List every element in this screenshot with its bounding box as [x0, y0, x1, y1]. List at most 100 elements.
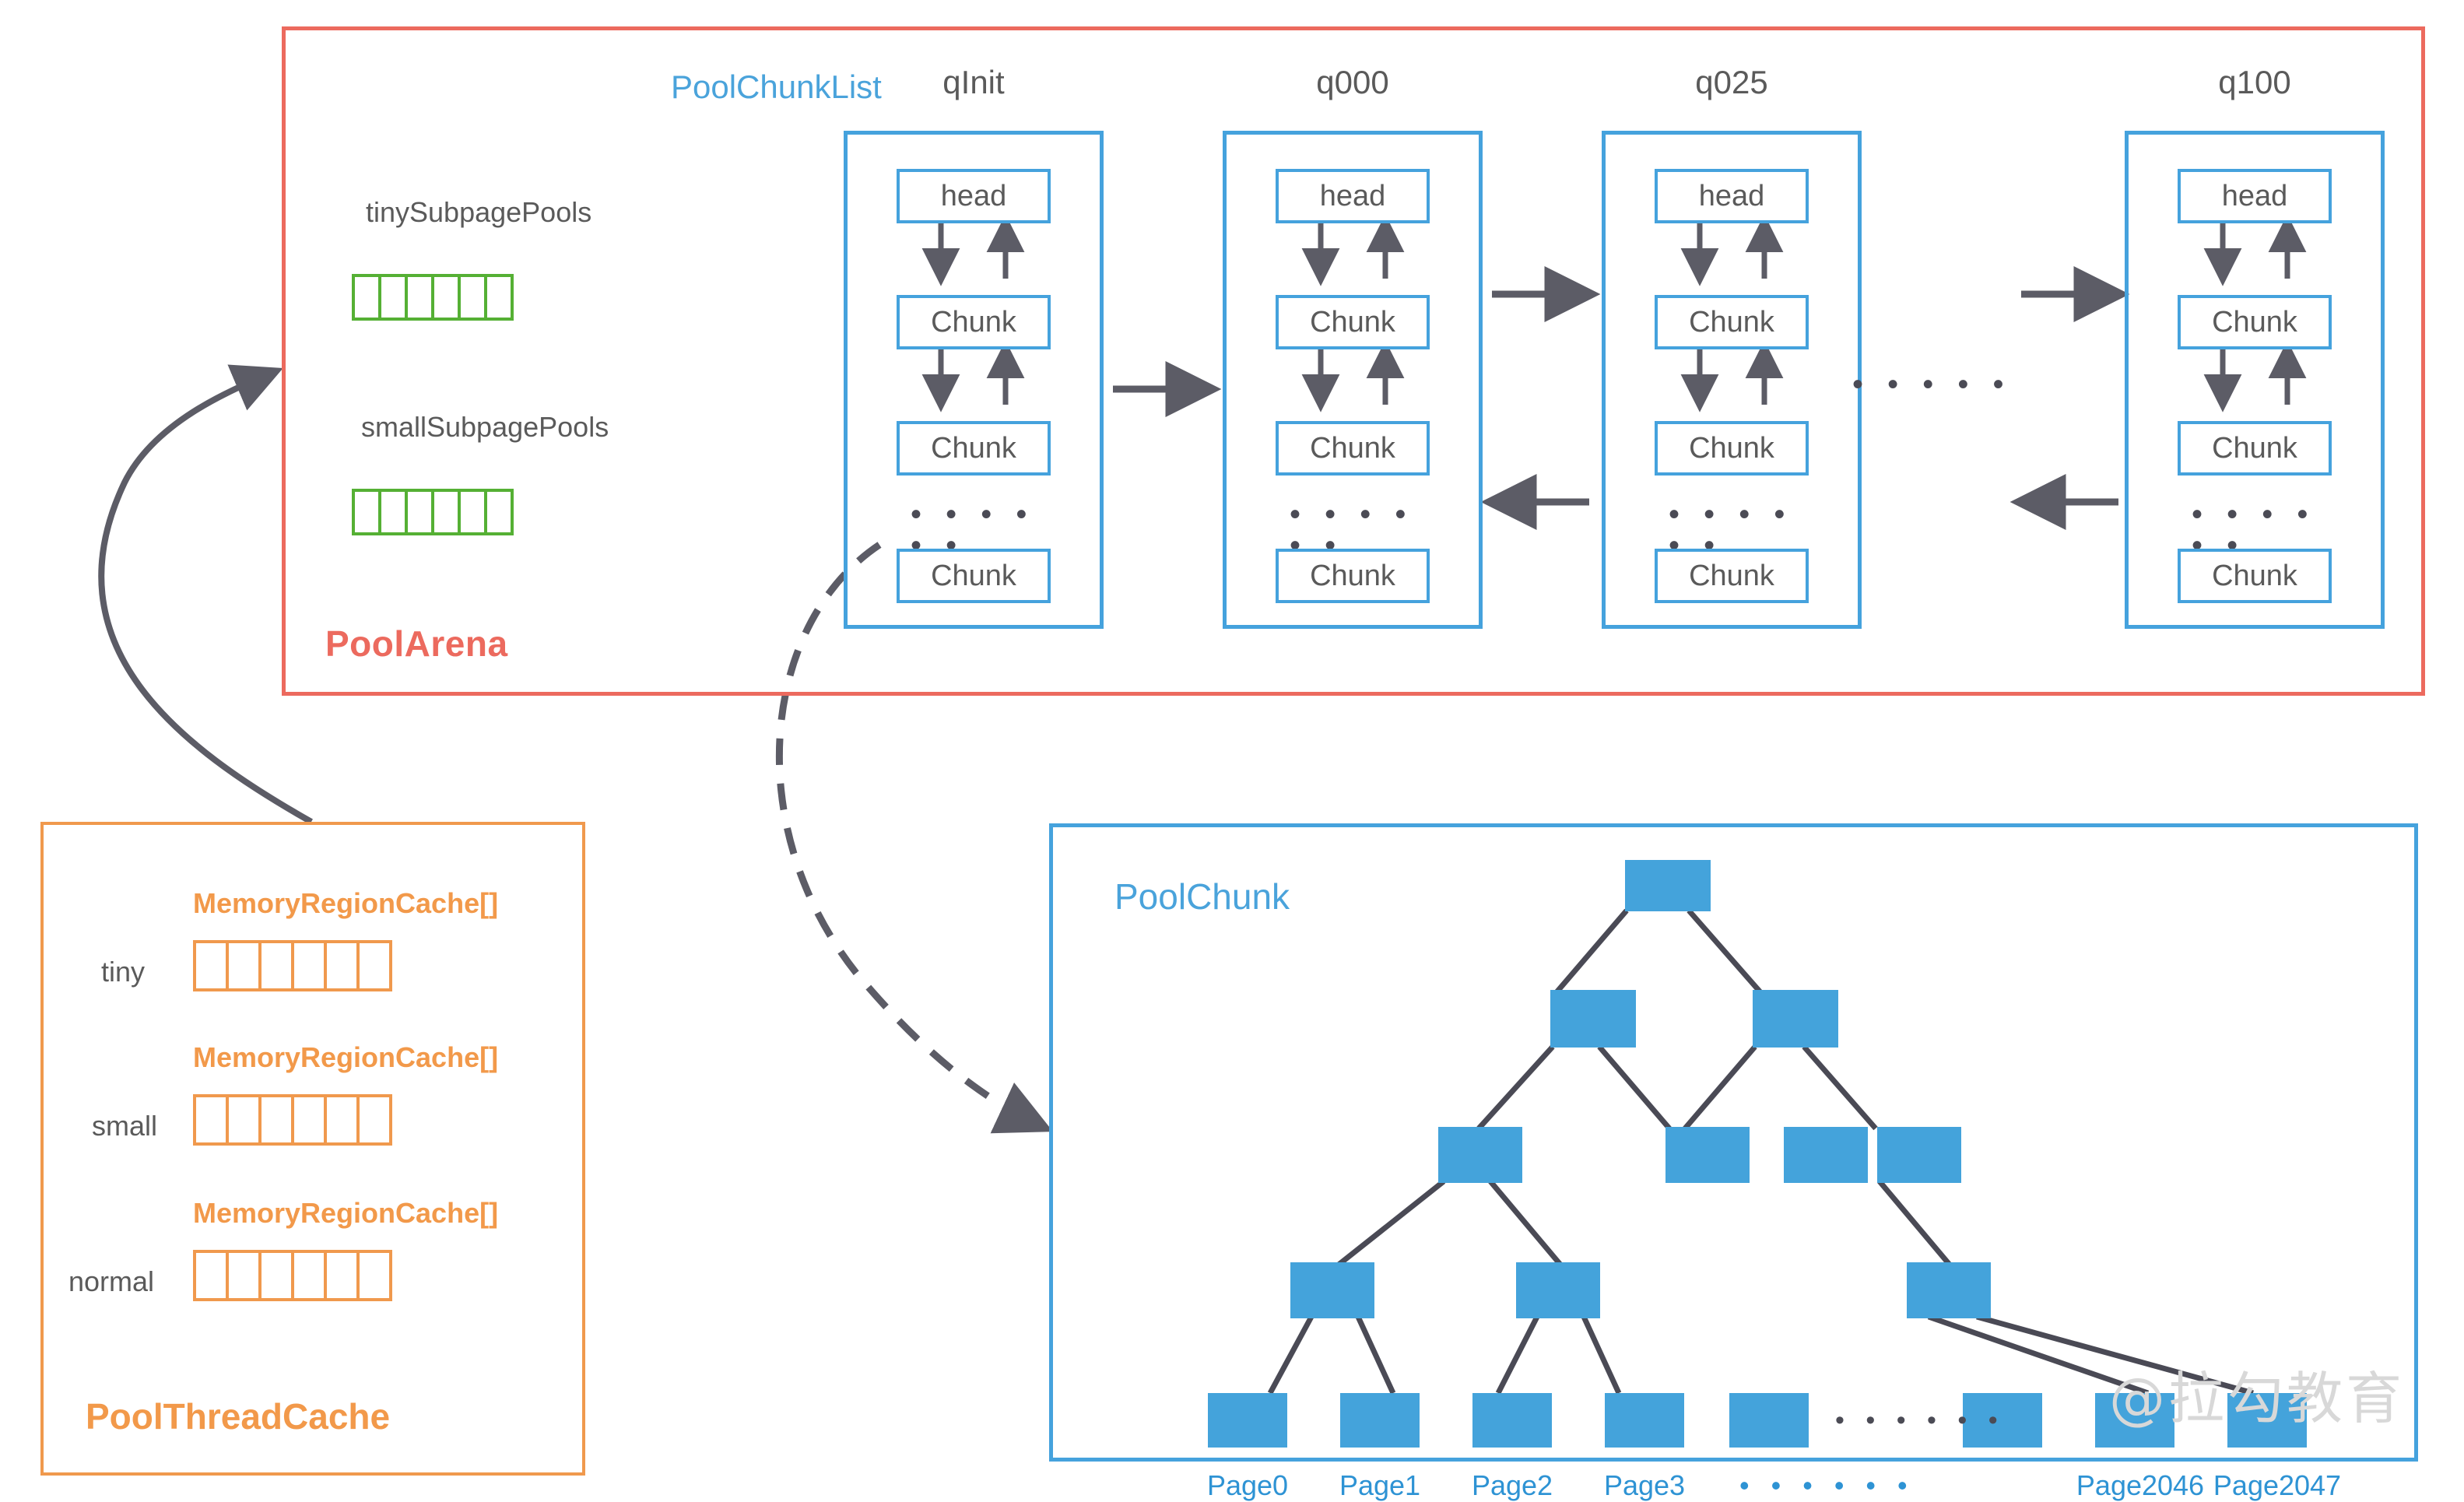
- cache-cell: [196, 1097, 229, 1142]
- tinysubpagepools-label: tinySubpagePools: [366, 196, 592, 228]
- tree-node-l1-right: [1753, 990, 1838, 1048]
- node-chunk: Chunk: [2178, 421, 2332, 476]
- subpage-cell: [434, 277, 461, 318]
- cache-cell: [196, 943, 229, 988]
- memoryregioncache-label-small: MemoryRegionCache[]: [193, 1041, 499, 1073]
- memoryregioncache-label-tiny: MemoryRegionCache[]: [193, 887, 499, 919]
- node-head: head: [1655, 169, 1809, 223]
- tree-node-l3-c: [1907, 1262, 1991, 1318]
- tree-leaf-page3: [1605, 1393, 1684, 1448]
- node-chunk: Chunk: [897, 549, 1051, 603]
- cache-cell: [360, 943, 389, 988]
- tree-node-l2-b: [1665, 1127, 1750, 1183]
- arrow-threadcache-to-arena: [98, 364, 313, 825]
- tree-node-l3-b: [1516, 1262, 1600, 1318]
- page-label-page1: Page1: [1339, 1469, 1421, 1501]
- cache-cell: [229, 1097, 261, 1142]
- page-label-page2046: Page2046: [2076, 1469, 2205, 1501]
- cache-cell: [229, 943, 261, 988]
- tinysubpagepools-array: [352, 274, 514, 321]
- cache-kind-tiny: tiny: [101, 956, 146, 988]
- memoryregioncache-array-tiny: [193, 940, 392, 991]
- subpage-cell: [355, 277, 381, 318]
- node-chunk: Chunk: [1655, 295, 1809, 349]
- columns-ellipsis: • • • • •: [1852, 367, 2012, 402]
- page-label-page2047: Page2047: [2213, 1469, 2342, 1501]
- subpage-cell: [355, 492, 381, 532]
- page-label-page0: Page0: [1206, 1469, 1289, 1501]
- page-labels-ellipsis: • • • • • •: [1739, 1469, 1915, 1501]
- node-chunk: Chunk: [2178, 295, 2332, 349]
- column-label-qinit: qInit: [942, 64, 1005, 100]
- cache-cell: [327, 1253, 360, 1298]
- subpage-cell: [408, 492, 434, 532]
- tree-node-l2-d: [1877, 1127, 1961, 1183]
- poolarena-label: PoolArena: [325, 623, 508, 664]
- subpage-cell: [461, 277, 487, 318]
- node-head: head: [2178, 169, 2332, 223]
- cache-cell: [294, 1097, 327, 1142]
- node-chunk: Chunk: [1276, 549, 1430, 603]
- chunklist-column-qinit: head Chunk Chunk • • • • • • Chunk: [844, 131, 1104, 629]
- memoryregioncache-array-normal: [193, 1250, 392, 1301]
- memoryregioncache-label-normal: MemoryRegionCache[]: [193, 1197, 499, 1229]
- tree-leaf-extra: [1729, 1393, 1809, 1448]
- poolchunk-title: PoolChunk: [1114, 876, 1290, 917]
- tree-leaf-page0: [1208, 1393, 1287, 1448]
- node-chunk: Chunk: [1655, 549, 1809, 603]
- node-head: head: [1276, 169, 1430, 223]
- watermark: @拉勾教育: [2108, 1365, 2405, 1431]
- leaf-row-ellipsis: • • • • • •: [1835, 1405, 2005, 1435]
- cache-cell: [327, 943, 360, 988]
- chunklist-column-q000: head Chunk Chunk • • • • • • Chunk: [1223, 131, 1483, 629]
- tree-node-root: [1625, 860, 1711, 911]
- cache-cell: [294, 943, 327, 988]
- tree-leaf-page2046: [2095, 1393, 2174, 1448]
- tree-node-l2-c: [1784, 1127, 1868, 1183]
- subpage-cell: [487, 492, 511, 532]
- node-chunk: Chunk: [2178, 549, 2332, 603]
- subpage-cell: [408, 277, 434, 318]
- subpage-cell: [461, 492, 487, 532]
- cache-cell: [327, 1097, 360, 1142]
- cache-cell: [229, 1253, 261, 1298]
- chunklist-column-q025: head Chunk Chunk • • • • • • Chunk: [1602, 131, 1862, 629]
- tree-leaf-page2047: [2227, 1393, 2307, 1448]
- subpage-cell: [381, 492, 408, 532]
- cache-cell: [196, 1253, 229, 1298]
- subpage-cell: [487, 277, 511, 318]
- tree-node-l3-a: [1290, 1262, 1374, 1318]
- smallsubpagepools-array: [352, 489, 514, 535]
- cache-cell: [261, 943, 294, 988]
- node-chunk: Chunk: [897, 421, 1051, 476]
- cache-cell: [294, 1253, 327, 1298]
- subpage-cell: [381, 277, 408, 318]
- poolchunk-container: [1049, 823, 2418, 1462]
- smallsubpagepools-label: smallSubpagePools: [361, 411, 609, 443]
- subpage-cell: [434, 492, 461, 532]
- cache-kind-normal: normal: [68, 1265, 155, 1297]
- node-chunk: Chunk: [1276, 295, 1430, 349]
- node-chunk: Chunk: [1276, 421, 1430, 476]
- page-label-page3: Page3: [1603, 1469, 1686, 1501]
- column-label-q000: q000: [1316, 64, 1389, 100]
- page-label-page2: Page2: [1471, 1469, 1553, 1501]
- node-chunk: Chunk: [1655, 421, 1809, 476]
- tree-leaf-page2: [1472, 1393, 1552, 1448]
- memoryregioncache-array-small: [193, 1094, 392, 1146]
- tree-node-l1-left: [1550, 990, 1636, 1048]
- tree-leaf-page1: [1340, 1393, 1420, 1448]
- column-label-q025: q025: [1695, 64, 1768, 100]
- poolthreadcache-label: PoolThreadCache: [86, 1396, 391, 1437]
- poolthreadcache-container: [40, 822, 585, 1476]
- poolarena-container: [282, 26, 2425, 696]
- tree-node-l2-a: [1438, 1127, 1522, 1183]
- cache-cell: [360, 1097, 389, 1142]
- vertical-ellipsis: • • • • • •: [911, 497, 1035, 563]
- tree-leaf-extra2: [1963, 1393, 2042, 1448]
- column-label-q100: q100: [2218, 64, 2291, 100]
- cache-cell: [261, 1253, 294, 1298]
- node-head: head: [897, 169, 1051, 223]
- cache-cell: [360, 1253, 389, 1298]
